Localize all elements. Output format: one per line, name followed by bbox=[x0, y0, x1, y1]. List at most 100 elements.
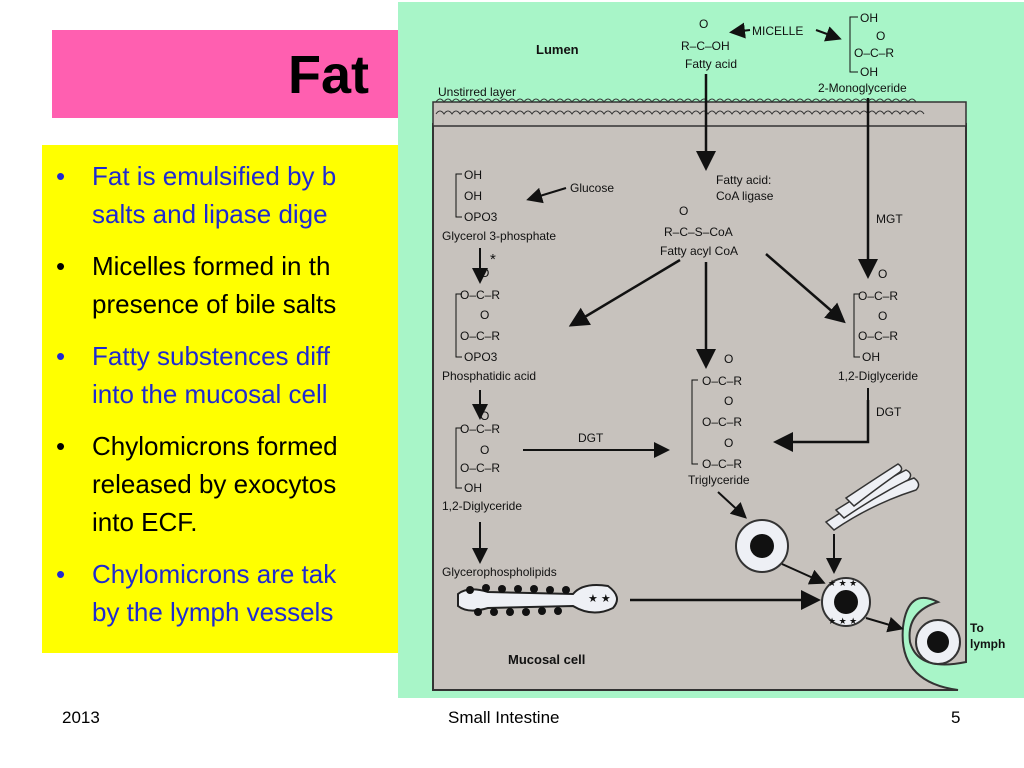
dg-left-o-1: O bbox=[480, 409, 489, 423]
monoglyceride-label: 2-Monoglyceride bbox=[818, 81, 907, 95]
exocytosed-chylomicron-core bbox=[927, 631, 949, 653]
dg-left-oh: OH bbox=[464, 481, 482, 495]
tg-o-1: O bbox=[724, 352, 733, 366]
bullet-line: released by exocytos bbox=[92, 469, 337, 499]
dg-right-to-tg-arrow bbox=[773, 400, 870, 452]
footer-title: Small Intestine bbox=[448, 708, 560, 727]
glycerophospholipids-label: Glycerophospholipids bbox=[442, 565, 557, 579]
chylomicron-core bbox=[834, 590, 858, 614]
tg-to-vesicle-arrow bbox=[717, 491, 747, 519]
fatty-acid-formula: R–C–OH bbox=[681, 39, 730, 53]
title-bar bbox=[52, 30, 412, 118]
fatty-acyl-coa-label: Fatty acyl CoA bbox=[660, 244, 738, 258]
footer-year: 2013 bbox=[62, 708, 100, 727]
dg-left-ocr-2: O–C–R bbox=[460, 461, 500, 475]
tg-o-3: O bbox=[724, 436, 733, 450]
dg-right-ocr-1: O–C–R bbox=[858, 289, 898, 303]
dg-left-o-2: O bbox=[480, 443, 489, 457]
to-lymph-label-2: lymph bbox=[970, 637, 1005, 651]
pa-opo3: OPO3 bbox=[464, 350, 498, 364]
pa-o-1: O bbox=[480, 266, 489, 280]
tg-o-2: O bbox=[724, 394, 733, 408]
acyl-to-pa-arrow bbox=[568, 258, 681, 327]
bullet-dot: • bbox=[56, 251, 66, 281]
g3p-oh-1: OH bbox=[464, 168, 482, 182]
pa-backbone bbox=[455, 293, 462, 358]
lumen-label: Lumen bbox=[536, 42, 579, 57]
glucose-arrow bbox=[526, 187, 567, 204]
to-lymph-label-1: To bbox=[970, 621, 984, 635]
vesicle-to-chylomicron-arrow bbox=[781, 563, 826, 585]
acyl-to-dg-arrow bbox=[765, 253, 846, 324]
bullet-line: by the lymph vessels bbox=[92, 597, 334, 627]
bullet-line: presence of bile salts bbox=[92, 289, 337, 319]
bullet-line: into ECF. bbox=[92, 507, 198, 537]
dg-right-backbone bbox=[853, 293, 860, 358]
fatty-acid-o: O bbox=[699, 17, 708, 31]
chylomicron-stars: ★ ★ ★ bbox=[828, 578, 857, 588]
mgt-label: MGT bbox=[876, 212, 903, 226]
asterisk: * bbox=[490, 251, 496, 268]
tg-ocr-2: O–C–R bbox=[702, 415, 742, 429]
dg-right-oh: OH bbox=[862, 350, 880, 364]
monoglyceride-oh-bottom: OH bbox=[860, 65, 878, 79]
glycerol-3-phosphate-label: Glycerol 3-phosphate bbox=[442, 229, 556, 243]
pa-ocr-1: O–C–R bbox=[460, 288, 500, 302]
micelle-to-monoglyceride-arrow bbox=[815, 26, 842, 42]
monoglyceride-oh-top: OH bbox=[860, 11, 878, 25]
dgt-right-label: DGT bbox=[876, 405, 902, 419]
pa-o-2: O bbox=[480, 308, 489, 322]
dg-right-ocr-2: O–C–R bbox=[858, 329, 898, 343]
fatty-acyl-coa-o: O bbox=[679, 204, 688, 218]
bullet-line: salts and lipase dige bbox=[92, 199, 328, 229]
bullet-box: • Fat is emulsified by b salts and lipas… bbox=[42, 145, 412, 653]
dgt-left-label: DGT bbox=[578, 431, 604, 445]
monoglyceride-o: O bbox=[876, 29, 885, 43]
diglyceride-left-label: 1,2-Diglyceride bbox=[442, 499, 522, 513]
g3p-backbone bbox=[455, 173, 462, 218]
bullet-line: into the mucosal cell bbox=[92, 379, 328, 409]
bullet-line: Micelles formed in th bbox=[92, 251, 331, 281]
phosphatidic-acid-label: Phosphatidic acid bbox=[442, 369, 536, 383]
tg-backbone bbox=[691, 379, 698, 465]
dg-left-ocr-1: O–C–R bbox=[460, 422, 500, 436]
bullet-line: Chylomicrons formed bbox=[92, 431, 338, 461]
bullet-dot: • bbox=[56, 431, 66, 461]
fat-absorption-figure: Lumen Unstirred layer O R–C–OH Fatty aci… bbox=[398, 2, 1024, 698]
monoglyceride-ocr: O–C–R bbox=[854, 46, 894, 60]
bullet-dot: • bbox=[56, 341, 66, 371]
bullet-line: Chylomicrons are tak bbox=[92, 559, 337, 589]
tg-ocr-3: O–C–R bbox=[702, 457, 742, 471]
footer-page-number: 5 bbox=[951, 708, 961, 727]
pa-ocr-2: O–C–R bbox=[460, 329, 500, 343]
ligase-label-line-2: CoA ligase bbox=[716, 189, 774, 203]
unstirred-layer-label: Unstirred layer bbox=[438, 85, 516, 99]
mucosal-cell-label: Mucosal cell bbox=[508, 652, 585, 667]
dg-right-o-2: O bbox=[878, 309, 887, 323]
glucose-label: Glucose bbox=[570, 181, 614, 195]
svg-text:★ ★: ★ ★ bbox=[588, 593, 611, 605]
fatty-acid-label: Fatty acid bbox=[685, 57, 737, 71]
tg-ocr-1: O–C–R bbox=[702, 374, 742, 388]
g3p-oh-2: OH bbox=[464, 189, 482, 203]
bullet-line: Fatty substences diff bbox=[92, 341, 330, 371]
micelle-to-fatty-acid-arrow bbox=[729, 22, 751, 39]
dg-right-o-1: O bbox=[878, 267, 887, 281]
chylomicron-stars: ★ ★ ★ bbox=[828, 616, 857, 626]
micelle-label: MICELLE bbox=[752, 24, 803, 38]
diglyceride-right-label: 1,2-Diglyceride bbox=[838, 369, 918, 383]
microvilli bbox=[435, 98, 925, 115]
chylomicron-to-lymph-arrow bbox=[865, 616, 904, 633]
monoglyceride-backbone bbox=[849, 16, 858, 73]
fatty-acyl-coa-formula: R–C–S–CoA bbox=[664, 225, 733, 239]
bullet-line: Fat is emulsified by b bbox=[92, 161, 337, 191]
triglyceride-label: Triglyceride bbox=[688, 473, 750, 487]
g3p-opo3: OPO3 bbox=[464, 210, 498, 224]
fat-absorption-diagram: Lumen Unstirred layer O R–C–OH Fatty aci… bbox=[432, 11, 1005, 691]
bullet-dot: • bbox=[56, 161, 66, 191]
golgi-apparatus bbox=[824, 463, 920, 531]
tg-vesicle-core bbox=[750, 534, 774, 558]
ligase-label-line-1: Fatty acid: bbox=[716, 173, 771, 187]
bullet-dot: • bbox=[56, 559, 66, 589]
er-tubule: ★ ★ bbox=[457, 584, 618, 616]
